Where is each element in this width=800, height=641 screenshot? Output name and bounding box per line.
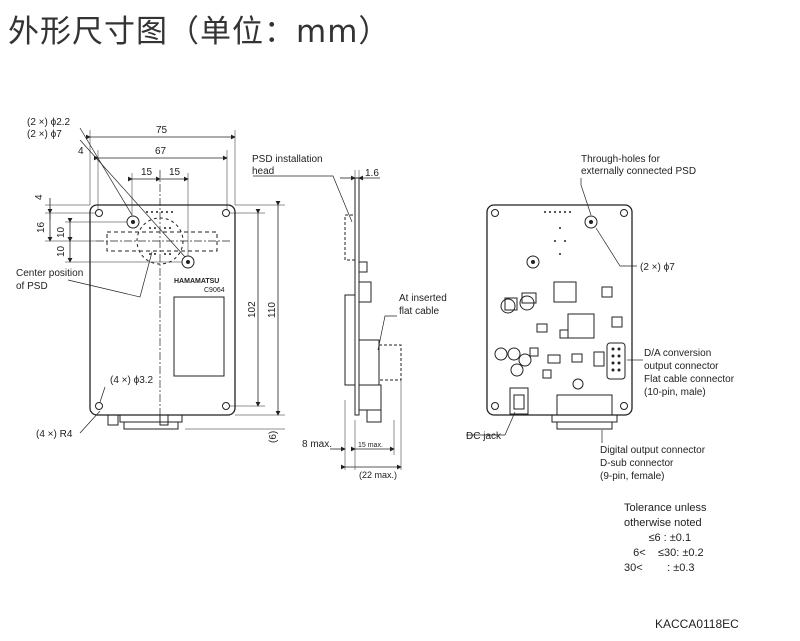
brand-label: HAMAMATSU [174, 278, 219, 285]
dsub-back [556, 394, 613, 416]
tolerance-row-3: 30< : ±0.3 [624, 562, 695, 574]
side-view [253, 170, 402, 470]
model-label: C9064 [204, 287, 225, 294]
radius-label: (4 ×) R4 [36, 429, 73, 440]
psd-head-label-2: head [252, 166, 274, 177]
da-label-2: output connector [644, 361, 719, 372]
dim-4: 4 [78, 146, 84, 157]
dim-110: 110 [267, 302, 278, 318]
da-label-3: Flat cable connector [644, 374, 735, 385]
dim-15b: 15 [169, 167, 181, 178]
through-hole-1 [584, 215, 598, 229]
flat-cable-label-1: At inserted [399, 293, 447, 304]
back-view [466, 178, 643, 443]
tolerance-line-2: otherwise noted [624, 517, 702, 529]
dim-102: 102 [247, 301, 258, 318]
digital-label-2: D-sub connector [600, 458, 674, 469]
dim-75: 75 [156, 125, 168, 136]
through-holes-label-2: externally connected PSD [581, 166, 696, 177]
tolerance-line-1: Tolerance unless [624, 502, 707, 514]
side-view-labels: PSD installation head 1.6 At inserted fl… [252, 154, 447, 480]
pin-row [146, 211, 173, 213]
front-view [45, 127, 285, 434]
through-hole-2 [526, 255, 540, 269]
dim-15max: 15 max. [358, 442, 383, 449]
dim-4v: 4 [34, 194, 45, 200]
da-label-4: (10-pin, male) [644, 387, 706, 398]
side-board [354, 177, 360, 416]
dim-10b: 10 [56, 245, 67, 257]
dim-67: 67 [155, 146, 167, 157]
through-holes-label-1: Through-holes for [581, 154, 661, 165]
mount-hole-tl [95, 209, 103, 217]
da-connector [606, 342, 626, 380]
hole-spec-2: (2 ×) ϕ7 [27, 129, 62, 140]
back-view-labels: Through-holes for externally connected P… [466, 154, 735, 482]
dim-15a: 15 [141, 167, 153, 178]
hole-spec-1: (2 ×) ϕ2.2 [27, 117, 71, 128]
tolerance-row-1: ≤6 : ±0.1 [624, 532, 692, 544]
dim-16: 16 [36, 221, 47, 233]
dim-22max: (22 max.) [359, 470, 397, 480]
drawing-code: KACCA0118EC [655, 617, 739, 631]
front-view-labels: (2 ×) ϕ2.2 (2 ×) ϕ7 75 67 4 15 15 4 16 1… [16, 117, 279, 443]
digital-label-1: Digital output connector [600, 445, 706, 456]
tolerance-note: Tolerance unless otherwise noted ≤6 : ±0… [624, 501, 707, 576]
mount-hole-br [222, 402, 230, 410]
center-label-1: Center position [16, 268, 83, 279]
dim-8max: 8 max. [302, 439, 332, 450]
psd-head-label-1: PSD installation [252, 154, 323, 165]
da-label-1: D/A conversion [644, 348, 711, 359]
dc-jack-label: DC jack [466, 431, 502, 442]
tolerance-row-2: 6< ≤30: ±0.2 [624, 547, 704, 559]
dsub-connector [119, 414, 183, 423]
page-title: 外形尺寸图（单位：mm） [8, 14, 391, 50]
flat-cable-label-2: flat cable [399, 306, 439, 317]
mount-hole-bl [95, 402, 103, 410]
dim-6: (6) [268, 431, 279, 443]
display-window [173, 296, 225, 377]
mount-hole-tr [222, 209, 230, 217]
digital-label-3: (9-pin, female) [600, 471, 664, 482]
dc-jack [509, 387, 529, 415]
hole-7-label: (2 ×) ϕ7 [640, 262, 675, 273]
dim-1-6: 1.6 [365, 168, 379, 179]
mount-holes-label: (4 ×) ϕ3.2 [110, 375, 154, 386]
dim-10a: 10 [56, 226, 67, 238]
psd-head-outline [106, 231, 218, 252]
center-label-2: of PSD [16, 281, 48, 292]
